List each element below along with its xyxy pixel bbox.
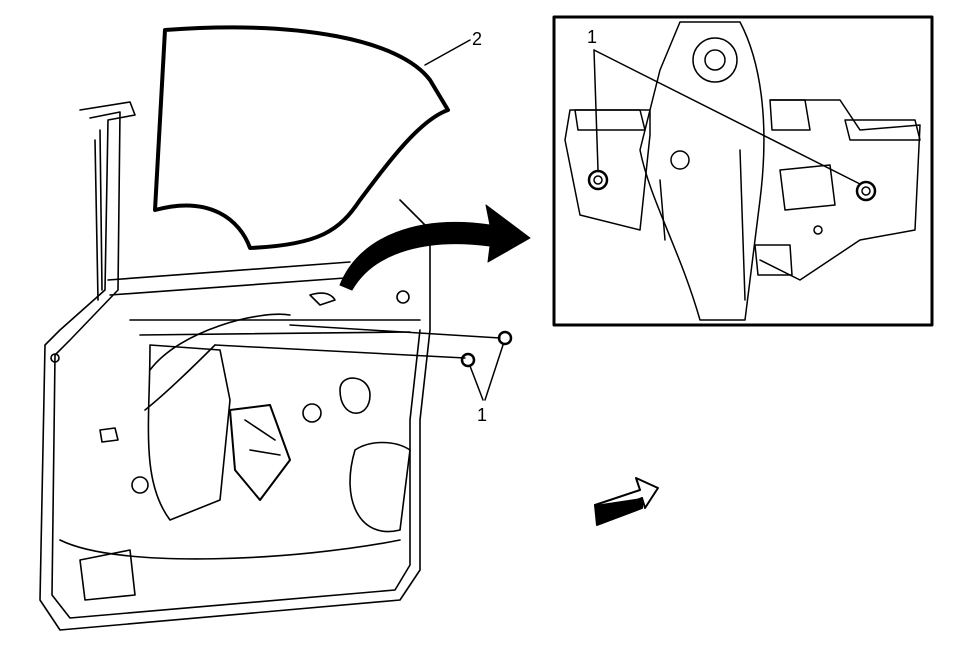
inset-detail: [552, 15, 934, 327]
window-glass: [153, 25, 450, 250]
callout-1-inset: 1: [587, 27, 598, 47]
callout-2: 2: [472, 29, 483, 49]
nuts-main: [214, 324, 513, 401]
callout-1-main: 1: [477, 405, 488, 425]
curved-arrow: [339, 204, 531, 291]
leader-line-2: [424, 39, 471, 66]
door-frame: [39, 101, 431, 631]
